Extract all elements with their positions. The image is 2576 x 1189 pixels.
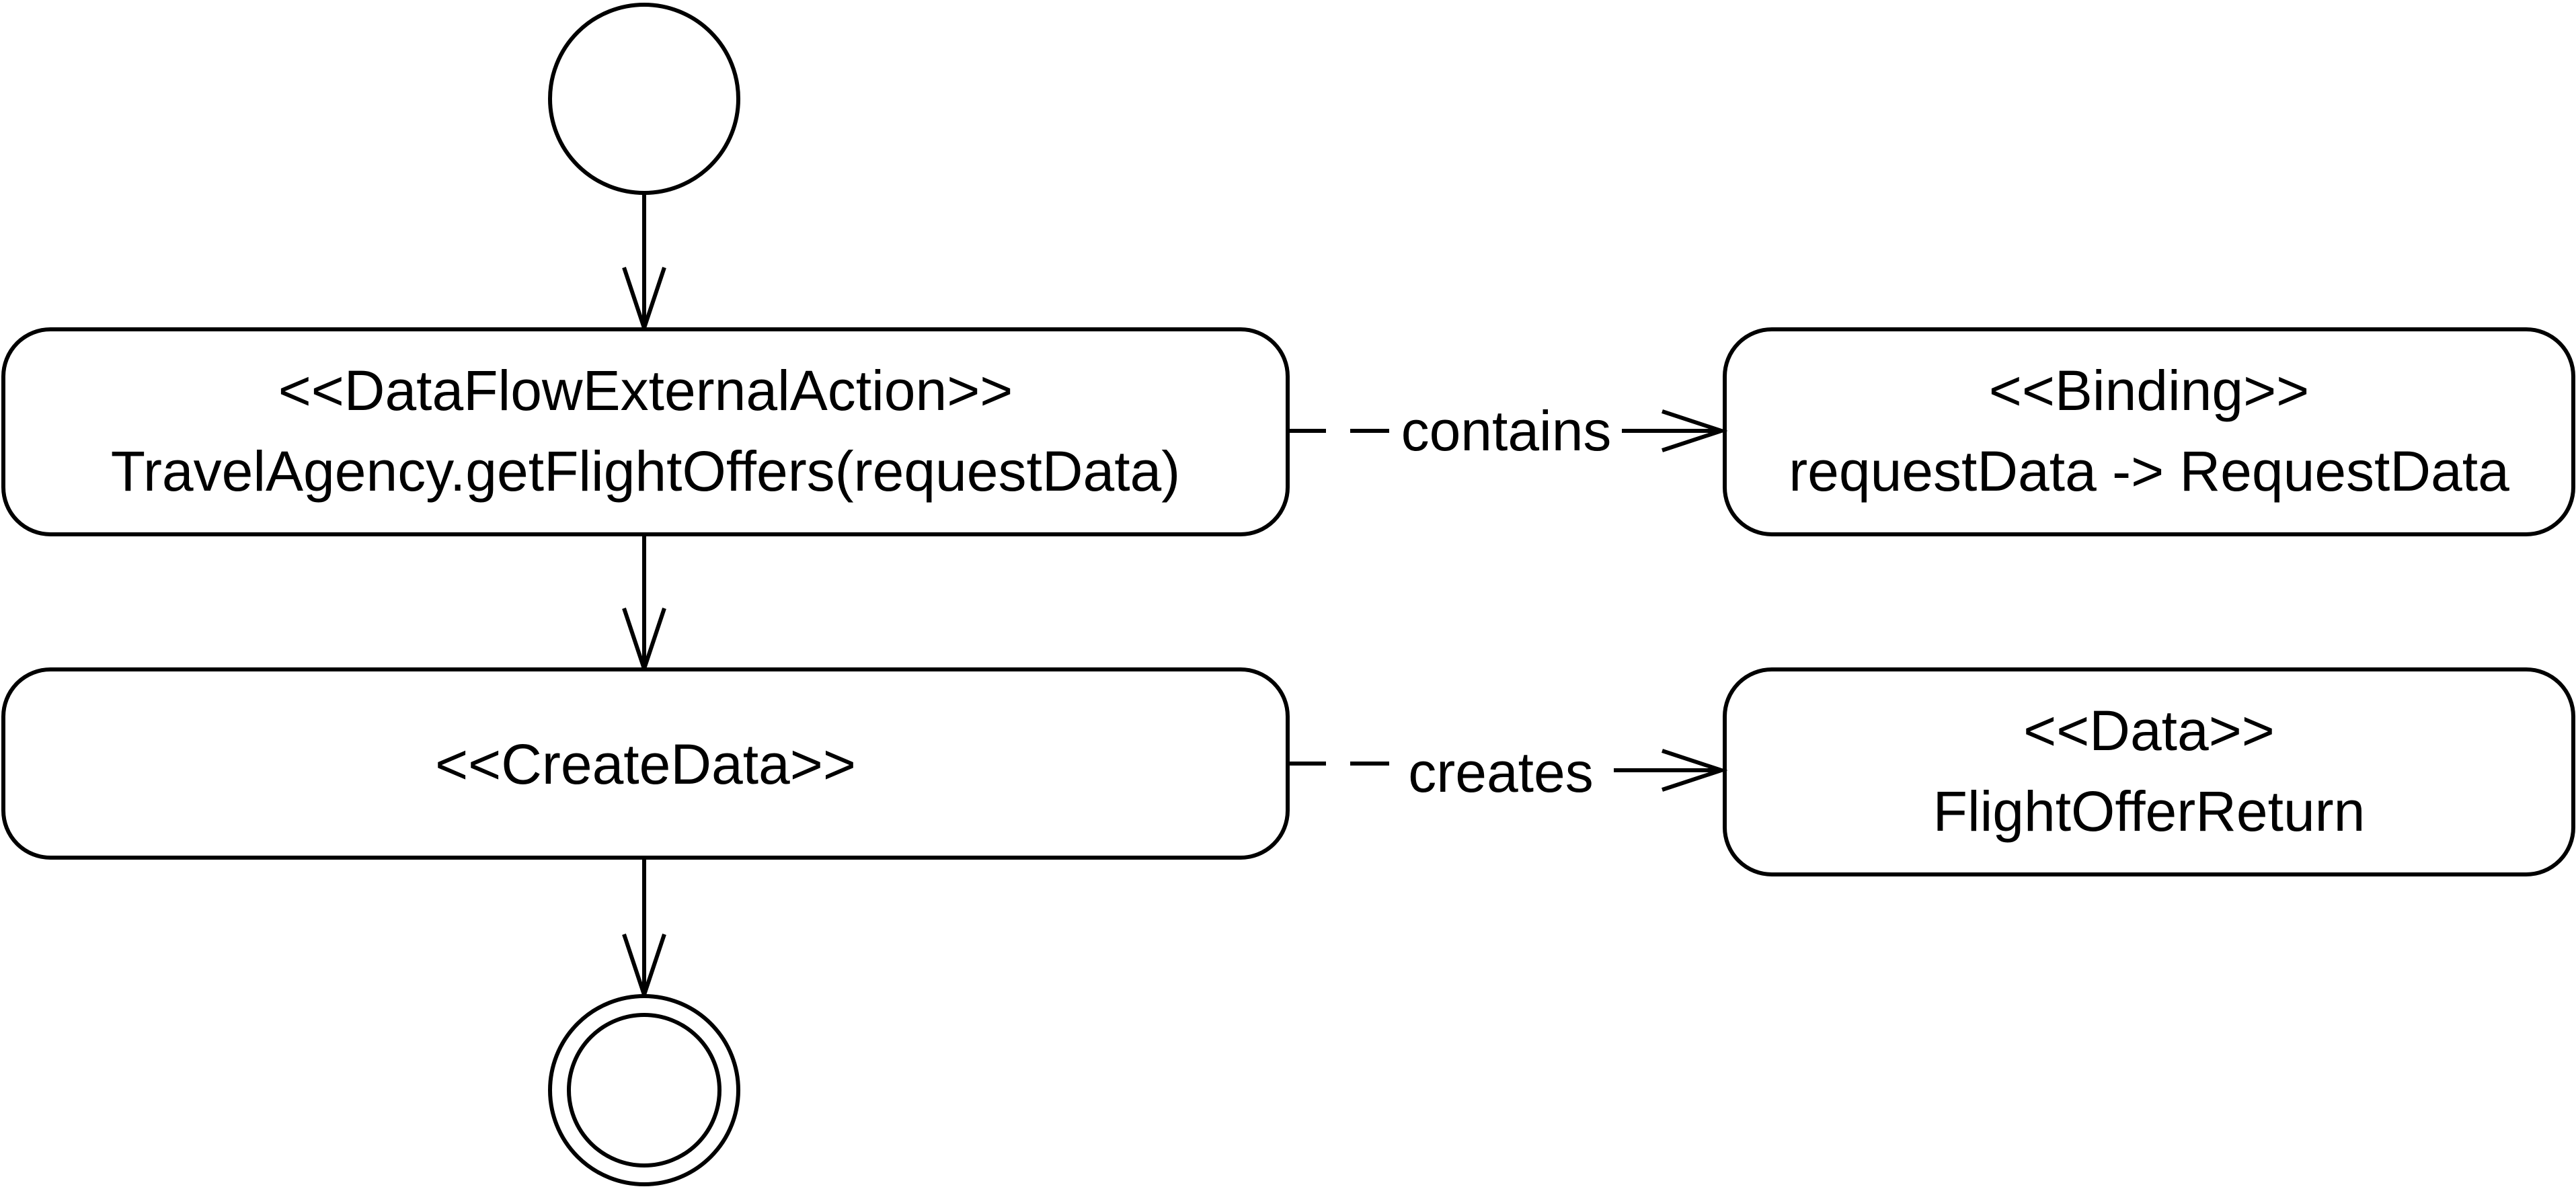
flow-initial-to-action [622,193,666,335]
data-stereotype: <<Data>> [2023,699,2275,762]
contains-label: contains [1401,399,1612,462]
create-data-stereotype: <<CreateData>> [435,733,856,796]
binding-stereotype: <<Binding>> [1989,359,2309,422]
create-data-node: <<CreateData>> [1,667,1290,860]
external-action-node: <<DataFlowExternalAction>> TravelAgency.… [1,327,1290,536]
creates-dependency: creates [1288,741,1728,804]
initial-node [548,3,740,195]
contains-dependency: contains [1288,399,1728,462]
external-action-name: TravelAgency.getFlightOffers(requestData… [111,440,1180,503]
external-action-stereotype: <<DataFlowExternalAction>> [278,359,1013,422]
data-name: FlightOfferReturn [1933,780,2366,843]
flow-action-to-create [622,534,666,675]
data-node: <<Data>> FlightOfferReturn [1723,667,2575,876]
creates-label: creates [1408,741,1593,804]
final-node [548,994,740,1186]
binding-name: requestData -> RequestData [1789,440,2509,503]
binding-node: <<Binding>> requestData -> RequestData [1723,327,2575,536]
flow-create-to-final [622,858,666,1001]
